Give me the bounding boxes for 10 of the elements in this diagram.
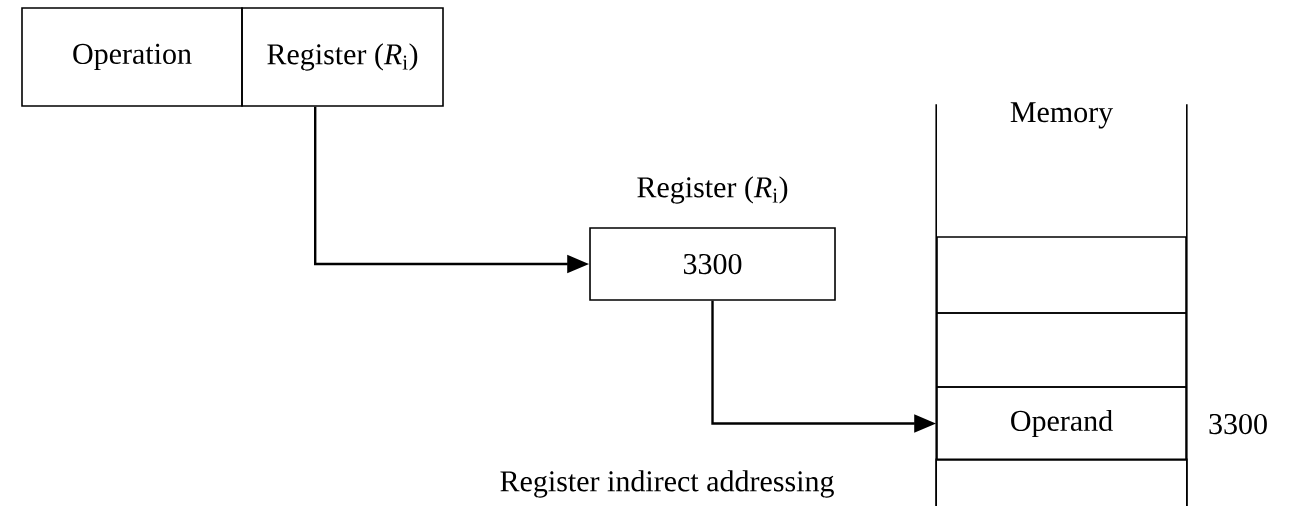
memory-cell: Operand — [936, 386, 1187, 461]
node-caption: Register (R$_{i}$) — [637, 176, 788, 204]
diagram-caption: Register indirect addressing — [500, 470, 834, 498]
memory-cell — [935, 458, 1188, 506]
instruction-field: Register (R$_{i}$) — [241, 7, 444, 107]
memory-cell — [936, 312, 1187, 388]
memory-cell — [936, 236, 1187, 314]
node-caption: 3300 — [1209, 413, 1267, 435]
instruction-field: Operation — [21, 7, 243, 107]
register-box: 3300 — [589, 227, 836, 301]
